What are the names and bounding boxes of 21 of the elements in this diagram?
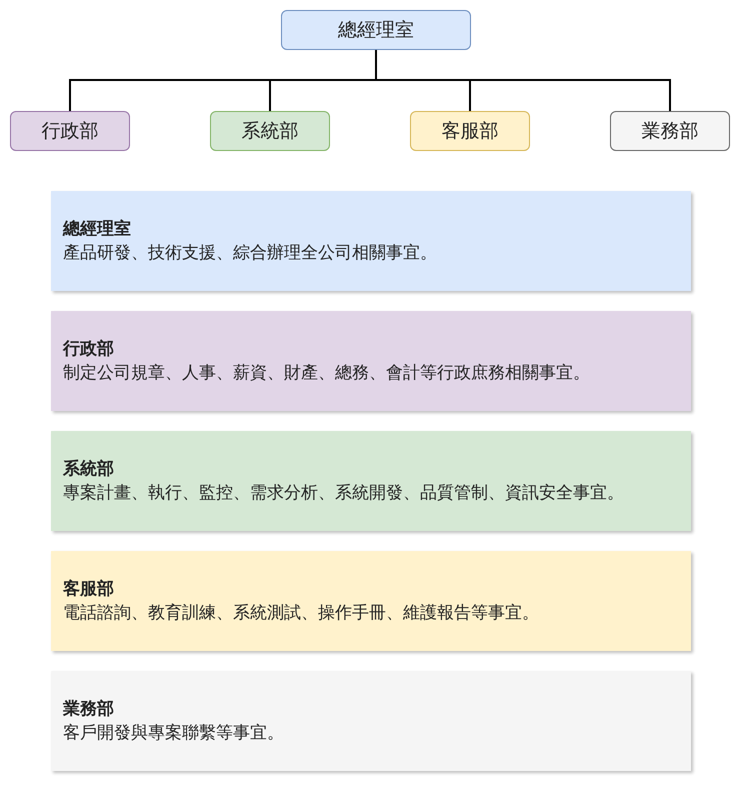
- description-card: [51, 311, 691, 411]
- department-box: 客服部: [410, 111, 530, 151]
- card-text: 產品研發、技術支援、綜合辦理全公司相關事宜。: [63, 242, 438, 265]
- connector-line: [375, 50, 671, 111]
- card-heading: 業務部: [63, 698, 115, 721]
- card-heading: 行政部: [63, 338, 115, 361]
- manager-box: 總經理室: [281, 10, 471, 50]
- card-text: 客戶開發與專案聯繫等事宜。: [63, 722, 285, 745]
- department-box: 系統部: [210, 111, 330, 151]
- card-heading: 系統部: [63, 458, 115, 481]
- description-card: [51, 191, 691, 291]
- card-heading: 總經理室: [63, 218, 132, 241]
- card-text: 電話諮詢、教育訓練、系統測試、操作手冊、維護報告等事宜。: [63, 602, 540, 625]
- description-card: [51, 551, 691, 651]
- card-text: 制定公司規章、人事、薪資、財產、總務、會計等行政庶務相關事宜。: [63, 362, 591, 385]
- department-box: 業務部: [610, 111, 730, 151]
- description-card: [51, 671, 691, 771]
- card-heading: 客服部: [63, 578, 115, 601]
- department-box: 行政部: [10, 111, 130, 151]
- description-card: [51, 431, 691, 531]
- card-text: 專案計畫、執行、監控、需求分析、系統開發、品質管制、資訊安全事宜。: [63, 482, 625, 505]
